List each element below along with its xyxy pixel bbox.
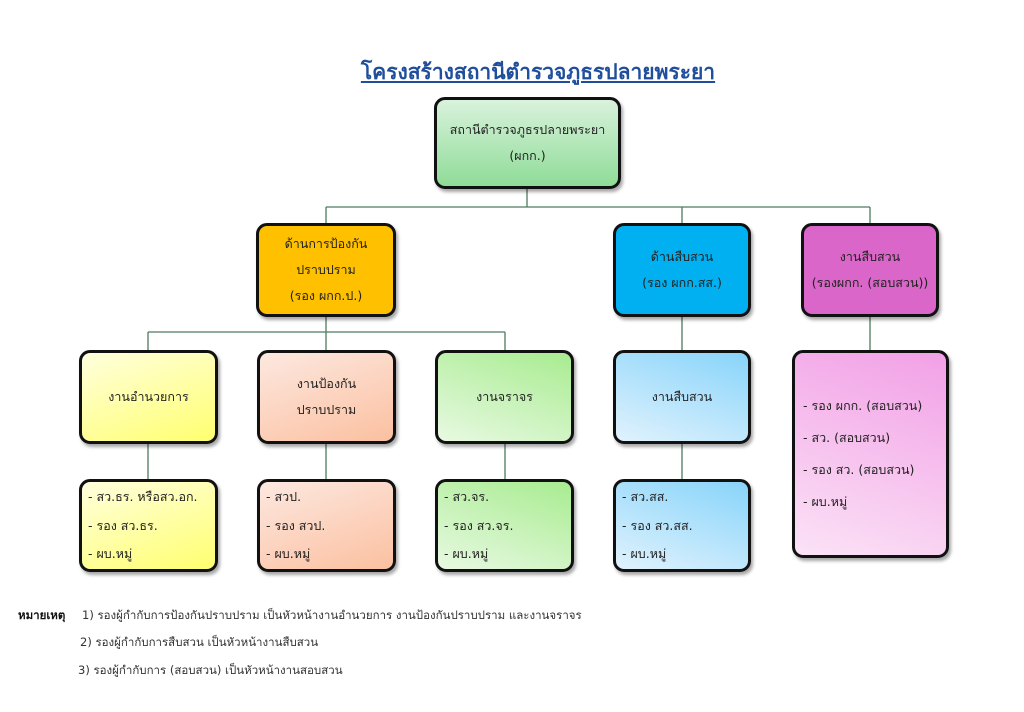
note-item-2: 2) รองผู้กำกับการสืบสวน เป็นหัวหน้างานสื… [80,635,319,649]
chart-title: โครงสร้างสถานีตำรวจภูธรปลายพระยา [360,60,716,84]
division-prevention: ด้านการป้องกัน ปราบปราม (รอง ผกก.ป.) [256,223,396,317]
unit-label: งานจราจร [476,389,533,404]
staff-item: - ผบ.หมู่ [266,546,311,561]
division-label: ด้านการป้องกัน [284,236,368,251]
staff-item: - สวป. [266,489,302,504]
staff-item: - สว.สส. [622,489,669,504]
unit-investigation: งานสืบสวน [613,350,751,444]
staff-item: - รอง สว.ธร. [88,517,158,533]
staff-item: - ผบ.หมู่ [622,546,667,561]
unit-administration: งานอำนวยการ [79,350,218,444]
root-box-police-station: สถานีตำรวจภูธรปลายพระยา (ผกก.) [434,97,621,189]
note-item-3: 3) รองผู้กำกับการ (สอบสวน) เป็นหัวหน้างา… [78,663,343,677]
staff-item: - สว.จร. [444,489,490,504]
division-label: ด้านสืบสวน [650,249,714,264]
division-head: (รอง ผกก.ป.) [289,288,363,303]
division-label: งานสืบสวน [839,249,901,264]
staff-item: - รอง สว.สส. [622,517,693,533]
root-sublabel: (ผกก.) [509,148,546,163]
inquiry-staff-list: - รอง ผกก. (สอบสวน) - สว. (สอบสวน) - รอง… [792,350,949,558]
staff-list-administration: - สว.ธร. หรือสว.อก. - รอง สว.ธร. - ผบ.หม… [79,479,218,572]
staff-item: - รอง สว.จร. [444,517,514,533]
notes-heading: หมายเหตุ [18,608,66,622]
staff-item: - รอง สว. (สอบสวน) [803,462,915,477]
division-head: (รอง ผกก.สส.) [642,275,722,290]
notes-label: หมายเหตุ [18,607,65,625]
staff-item: - สว.ธร. หรือสว.อก. [88,489,198,504]
staff-item: - ผบ.หมู่ [88,546,133,561]
staff-item: - ผบ.หมู่ [803,494,848,509]
staff-list-prevention: - สวป. - รอง สวป. - ผบ.หมู่ [257,479,396,572]
unit-label: งานป้องกัน [296,376,357,391]
connector-root [325,188,871,223]
division-head: (รองผกก. (สอบสวน)) [811,275,929,290]
staff-item: - รอง สวป. [266,517,326,533]
division-investigation: ด้านสืบสวน (รอง ผกก.สส.) [613,223,751,317]
unit-traffic: งานจราจร [435,350,574,444]
connector-units [147,443,683,479]
root-label: สถานีตำรวจภูธรปลายพระยา [449,122,606,137]
staff-list-investigation: - สว.สส. - รอง สว.สส. - ผบ.หมู่ [613,479,751,572]
unit-prevention: งานป้องกัน ปราบปราม [257,350,396,444]
division-label: ปราบปราม [296,262,356,277]
connector-prevention [147,316,506,350]
unit-label: งานอำนวยการ [108,389,189,404]
staff-item: - สว. (สอบสวน) [803,430,891,445]
unit-label: ปราบปราม [296,402,357,417]
staff-item: - รอง ผกก. (สอบสวน) [803,398,923,413]
staff-list-traffic: - สว.จร. - รอง สว.จร. - ผบ.หมู่ [435,479,574,572]
staff-item: - ผบ.หมู่ [444,546,489,561]
division-inquiry: งานสืบสวน (รองผกก. (สอบสวน)) [801,223,939,317]
connector-investigation [681,316,871,350]
note-item-1: 1) รองผู้กำกับการป้องกันปราบปราม เป็นหัว… [82,608,582,622]
unit-label: งานสืบสวน [651,389,713,404]
